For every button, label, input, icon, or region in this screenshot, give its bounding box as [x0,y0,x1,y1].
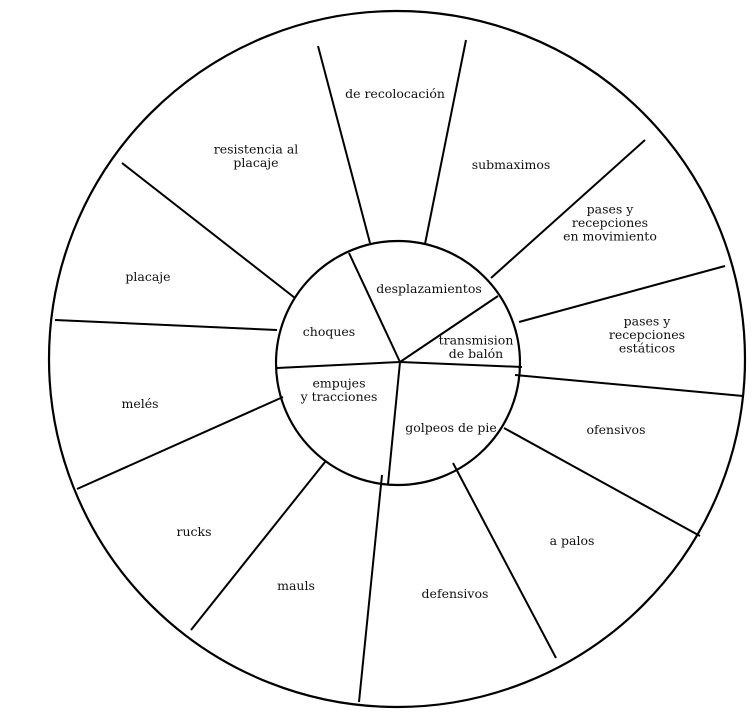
label-line: placaje [233,155,278,170]
label-line: rucks [176,524,211,539]
outer-divider-10 [76,396,284,490]
label-line: recepciones [609,327,685,342]
inner-divider-3 [399,361,523,368]
label-line: melés [121,396,158,411]
label-choques: choques [303,324,355,339]
label-a-palos: a palos [550,533,595,548]
label-line: de recolocación [345,86,445,101]
outer-divider-4 [518,265,726,323]
outer-sector-dividers [54,39,744,703]
label-line: submaximos [472,157,551,172]
label-de-recolocacion: de recolocación [345,86,445,101]
label-line: transmision [439,332,514,347]
label-mauls: mauls [277,578,315,593]
label-line: y tracciones [300,389,378,404]
label-desplazamientos: desplazamientos [376,281,482,296]
label-line: ofensivos [586,422,645,437]
label-meles: melés [121,396,158,411]
outer-divider-1 [317,45,371,244]
label-line: de balón [449,346,503,361]
label-line: en movimiento [563,229,657,244]
outer-divider-9 [190,461,326,631]
inner-ring [274,239,522,487]
label-line: defensivos [422,586,489,601]
label-line: recepciones [572,215,648,230]
inner-divider-2 [399,295,499,363]
label-line: pases y [624,314,672,329]
label-line: estáticos [619,341,675,356]
inner-divider-1 [348,252,401,363]
outer-divider-12 [121,162,296,299]
label-rucks: rucks [176,524,211,539]
label-line: choques [303,324,355,339]
label-placaje: placaje [125,269,170,284]
label-line: golpeos de pie [405,420,497,435]
outer-divider-2 [424,39,467,245]
inner-divider-4 [387,361,401,485]
label-line: mauls [277,578,315,593]
label-line: empujes [313,375,366,390]
label-line: desplazamientos [376,281,482,296]
label-line: a palos [550,533,595,548]
label-line: placaje [125,269,170,284]
label-line: resistencia al [214,141,299,156]
outer-divider-5 [514,374,744,397]
outer-ring [47,9,747,709]
outer-divider-8 [358,474,383,703]
label-ofensivos: ofensivos [586,422,645,437]
inner-sector-dividers [276,252,523,485]
outer-divider-6 [503,427,701,537]
label-golpeos-de-pie: golpeos de pie [405,420,497,435]
label-submaximos: submaximos [472,157,551,172]
inner-divider-5 [276,361,401,369]
outer-divider-3 [490,139,646,279]
label-defensivos: defensivos [422,586,489,601]
outer-divider-11 [54,319,278,331]
outer-divider-7 [452,462,557,659]
label-line: pases y [587,202,635,217]
